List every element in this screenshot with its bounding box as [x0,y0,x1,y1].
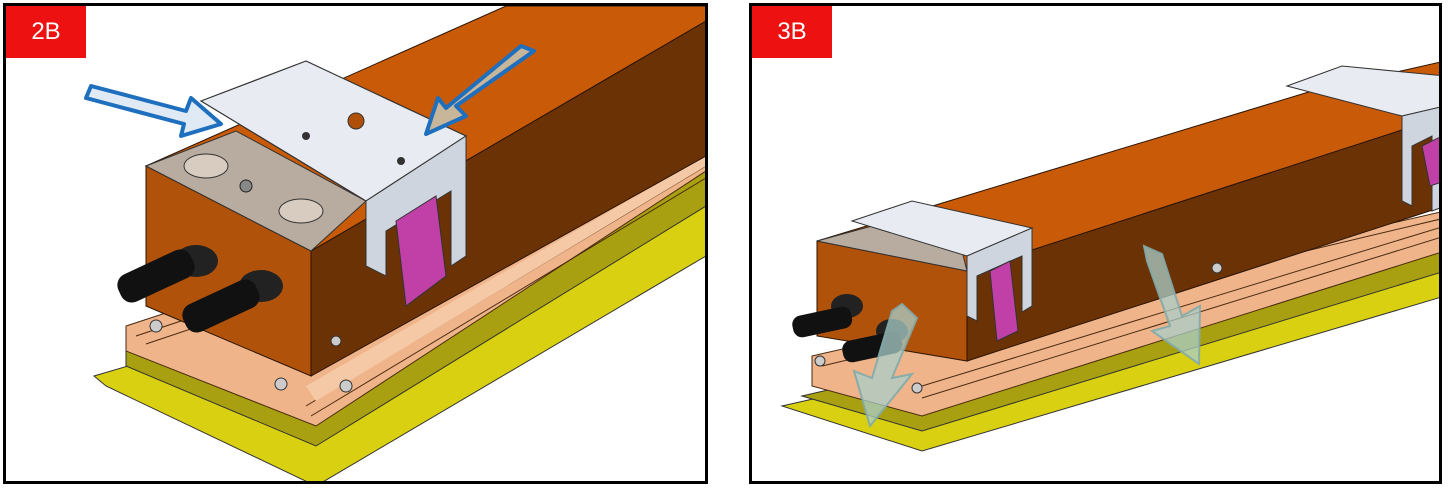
step-2b-panel: 2B [3,3,708,484]
step-3b-panel: 3B [749,3,1442,484]
magenta-tab-left [989,260,1019,342]
down-arrow-left [852,302,919,429]
magenta-tab [395,195,447,307]
magenta-tab-right [1421,136,1439,187]
pointer-arrow-left [84,84,223,138]
cable-glands [117,245,283,333]
step-3b-illustration [780,61,1439,452]
step-3b-badge: 3B [752,6,832,58]
step-2b-illustration [84,6,705,481]
mounting-bracket-right [1285,65,1439,117]
pointer-arrow-right [424,44,536,136]
down-arrow-right [1142,244,1202,366]
step-2b-badge: 2B [6,6,86,58]
